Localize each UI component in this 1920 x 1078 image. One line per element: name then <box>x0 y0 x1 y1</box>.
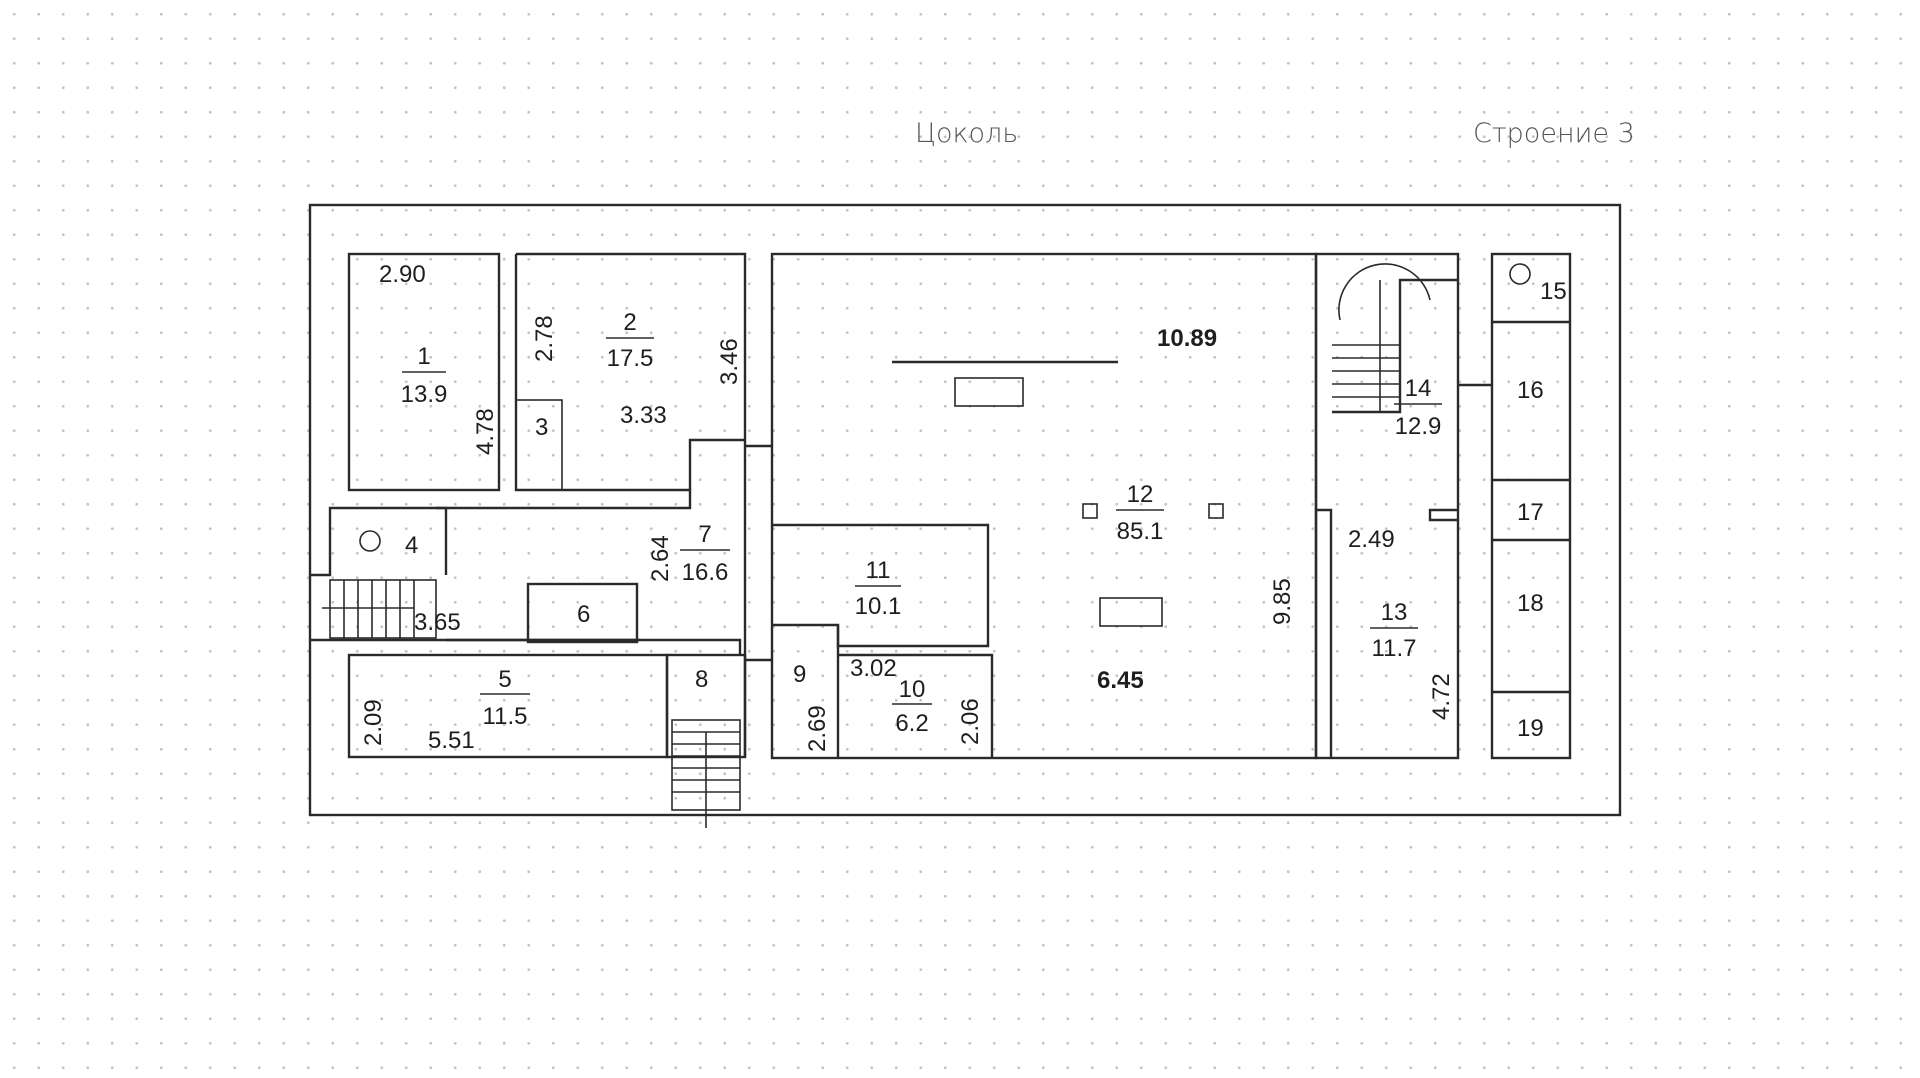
room-15-number: 15 <box>1540 278 1567 305</box>
dim-3-33: 3.33 <box>620 402 667 429</box>
room-5-top-wall <box>310 638 742 655</box>
dimension-labels: 2.90 4.78 2.78 3.46 3.33 2.64 3.65 2.09 … <box>360 261 1455 754</box>
room-1-number: 1 <box>417 343 430 370</box>
room-11-number: 11 <box>866 557 891 584</box>
room-2-walls <box>516 252 747 428</box>
dim-2-09: 2.09 <box>360 699 387 746</box>
right-block-walls <box>1314 252 1460 760</box>
dim-9-85: 9.85 <box>1269 578 1296 625</box>
room-10-area: 6.2 <box>895 710 928 737</box>
plan-walls <box>308 203 1622 828</box>
radiator-symbol-bottom <box>1099 597 1163 627</box>
radiator-symbol-top <box>954 377 1024 407</box>
room-14-number: 14 <box>1405 375 1432 402</box>
room-13-left-wall <box>1316 508 1333 758</box>
dim-6-45: 6.45 <box>1097 667 1144 694</box>
dim-2-78: 2.78 <box>531 315 558 362</box>
dim-4-72: 4.72 <box>1428 673 1455 720</box>
lower-stairs <box>671 719 741 828</box>
dim-3-46: 3.46 <box>716 338 743 385</box>
dim-3-02: 3.02 <box>850 655 897 682</box>
dim-5-51: 5.51 <box>428 727 475 754</box>
room-12-area: 85.1 <box>1117 518 1164 545</box>
room-10-number: 10 <box>899 676 926 703</box>
room-19-number: 19 <box>1517 715 1544 742</box>
dim-2-06: 2.06 <box>957 698 984 745</box>
room-18-number: 18 <box>1517 590 1544 617</box>
room-12-walls <box>770 252 1318 760</box>
room-6-walls <box>526 582 639 644</box>
room-14-area: 12.9 <box>1395 413 1442 440</box>
room-10-walls <box>838 653 994 758</box>
dim-3-65: 3.65 <box>414 609 461 636</box>
room-2-area: 17.5 <box>607 345 654 372</box>
room-3-walls <box>515 399 563 491</box>
toilet-icon-room-15 <box>1509 263 1531 285</box>
room-5-area: 11.5 <box>483 703 528 730</box>
room-7-area: 16.6 <box>682 559 729 586</box>
building-outline <box>308 203 1622 817</box>
room-13-top-wall <box>1428 508 1458 522</box>
room-4-number: 4 <box>405 532 418 559</box>
room-8-number: 8 <box>695 666 708 693</box>
room-14-walls <box>1332 278 1458 414</box>
dim-2-69: 2.69 <box>804 705 831 752</box>
dim-2-90: 2.90 <box>379 261 426 288</box>
corridor-top-wall <box>436 490 692 510</box>
toilet-icon-room-4 <box>359 530 381 552</box>
room-1-walls <box>347 252 501 492</box>
room-16-number: 16 <box>1517 377 1544 404</box>
room-1-area: 13.9 <box>401 381 448 408</box>
dim-2-64: 2.64 <box>647 535 674 582</box>
room-17-number: 17 <box>1517 499 1544 526</box>
room-13-area: 11.7 <box>1372 635 1417 662</box>
room-4-walls <box>310 506 448 577</box>
room-3-number: 3 <box>535 414 548 441</box>
right-stairs <box>1332 263 1431 412</box>
room-9-number: 9 <box>793 661 806 688</box>
room-2-lower-walls <box>514 254 745 492</box>
room-9-walls <box>772 623 840 758</box>
dim-2-49: 2.49 <box>1348 526 1395 553</box>
right-column-walls <box>1490 252 1572 760</box>
building-label: Строение 3 <box>1473 118 1635 149</box>
dim-4-78: 4.78 <box>472 408 499 455</box>
dim-10-89: 10.89 <box>1157 325 1217 352</box>
room-7-number: 7 <box>698 521 711 548</box>
room-6-number: 6 <box>577 601 590 628</box>
room-2-number: 2 <box>623 309 636 336</box>
left-stairs <box>322 579 437 639</box>
room-5-number: 5 <box>498 666 511 693</box>
room-11-area: 10.1 <box>855 593 902 620</box>
room-12-number: 12 <box>1127 481 1154 508</box>
room-13-number: 13 <box>1381 599 1408 626</box>
column-left <box>1082 503 1098 519</box>
floor-label: Цоколь <box>915 118 1019 149</box>
room-numbers: 1 13.9 2 17.5 3 4 5 11.5 6 7 16.6 8 9 10… <box>401 278 1567 742</box>
column-right <box>1208 503 1224 519</box>
